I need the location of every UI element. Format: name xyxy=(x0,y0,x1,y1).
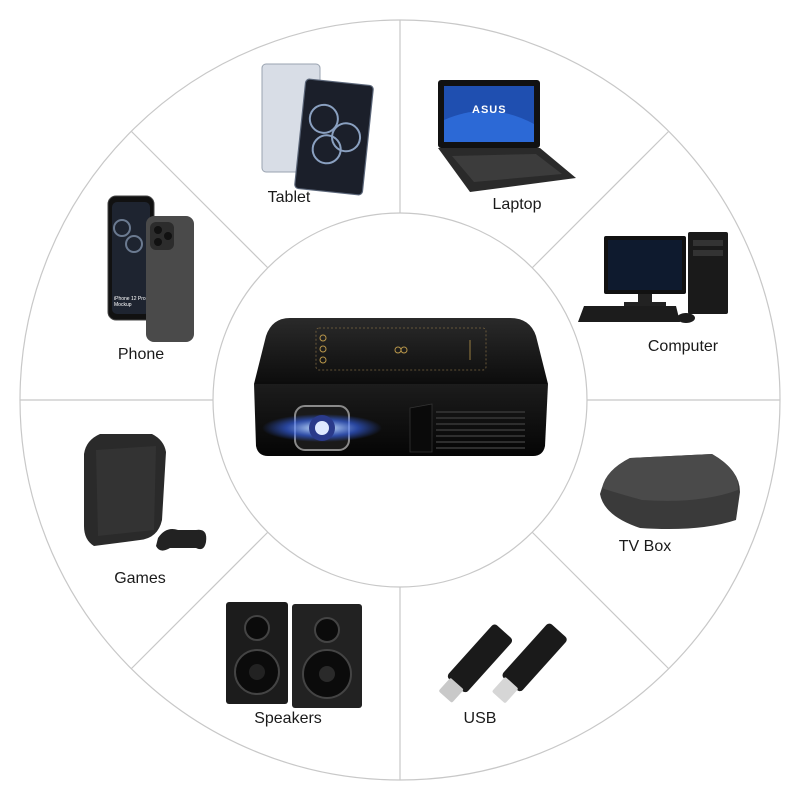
laptop-icon xyxy=(438,80,576,192)
game-console-icon xyxy=(84,434,207,551)
tablet-icon xyxy=(261,63,374,196)
speakers-icon xyxy=(226,602,362,708)
divider-top-right xyxy=(531,130,670,269)
segment-label-tvbox: TV Box xyxy=(618,538,672,555)
usb-drive-icon xyxy=(439,623,567,703)
tv-box-icon xyxy=(600,454,740,529)
phone-screen-text: iPhone 12 Pro Mockup xyxy=(114,296,146,308)
segment-label-computer: Computer xyxy=(647,338,719,355)
projector-icon xyxy=(254,318,548,456)
segment-label-phone: Phone xyxy=(117,346,165,363)
desktop-computer-icon xyxy=(578,232,728,323)
segment-label-laptop: Laptop xyxy=(492,196,542,213)
divider-top-left xyxy=(130,130,269,269)
divider-bottom-left xyxy=(130,531,269,670)
segment-label-usb: USB xyxy=(463,710,497,727)
segment-dividers xyxy=(20,20,780,780)
segment-label-games: Games xyxy=(114,570,166,587)
laptop-brand-text: ASUS xyxy=(472,104,507,116)
segment-label-tablet: Tablet xyxy=(267,189,311,206)
segment-label-speakers: Speakers xyxy=(254,710,322,727)
divider-bottom-right xyxy=(531,531,670,670)
smartphone-icon xyxy=(107,195,194,342)
